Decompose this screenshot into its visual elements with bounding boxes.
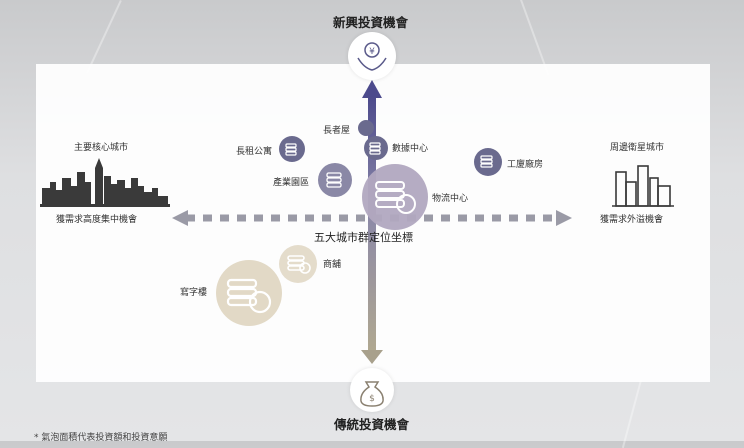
label-industrial-park: 產業園區 bbox=[273, 178, 310, 188]
satellite-city-icon bbox=[612, 165, 674, 207]
title-bottom: 傳統投資機會 bbox=[334, 417, 410, 432]
vertical-axis bbox=[368, 96, 376, 352]
bubble-rental bbox=[279, 136, 305, 162]
new-arrow-head bbox=[362, 80, 382, 98]
bubble-elderly bbox=[358, 120, 374, 136]
right-footer: 獲需求外溢機會 bbox=[600, 215, 664, 225]
core-city-skyline-icon bbox=[40, 158, 170, 207]
bubble-factory bbox=[474, 148, 502, 176]
label-logistics: 物流中心 bbox=[432, 194, 469, 204]
new-investment-icon: ¥ bbox=[348, 32, 396, 80]
svg-text:¥: ¥ bbox=[369, 47, 375, 57]
left-footer: 獲需求高度集中機會 bbox=[56, 215, 138, 225]
right-arrow-head bbox=[556, 210, 572, 226]
svg-text:$: $ bbox=[369, 394, 375, 404]
center-caption: 五大城市群定位坐標 bbox=[314, 231, 413, 244]
left-arrow-head bbox=[172, 210, 188, 226]
title-top: 新興投資機會 bbox=[333, 15, 409, 30]
label-office: 寫字樓 bbox=[180, 288, 208, 298]
footnote: * 氣泡面積代表投資額和投資意願 bbox=[34, 433, 168, 443]
right-header: 周邊衛星城市 bbox=[610, 143, 665, 153]
bubble-industrial-park bbox=[318, 163, 352, 197]
left-header: 主要核心城市 bbox=[74, 143, 129, 153]
old-arrow-head bbox=[361, 350, 383, 364]
bubble-datacenter bbox=[364, 136, 388, 160]
label-factory: 工廈廠房 bbox=[507, 160, 544, 170]
label-rental: 長租公寓 bbox=[236, 147, 273, 157]
label-retail: 商舖 bbox=[323, 260, 342, 270]
bubble-retail bbox=[279, 245, 317, 283]
label-elderly: 長者屋 bbox=[323, 126, 351, 136]
label-datacenter: 數據中心 bbox=[392, 144, 429, 154]
traditional-investment-icon: $ bbox=[350, 368, 394, 412]
bubble-office bbox=[216, 260, 282, 326]
bubble-logistics bbox=[362, 164, 428, 230]
